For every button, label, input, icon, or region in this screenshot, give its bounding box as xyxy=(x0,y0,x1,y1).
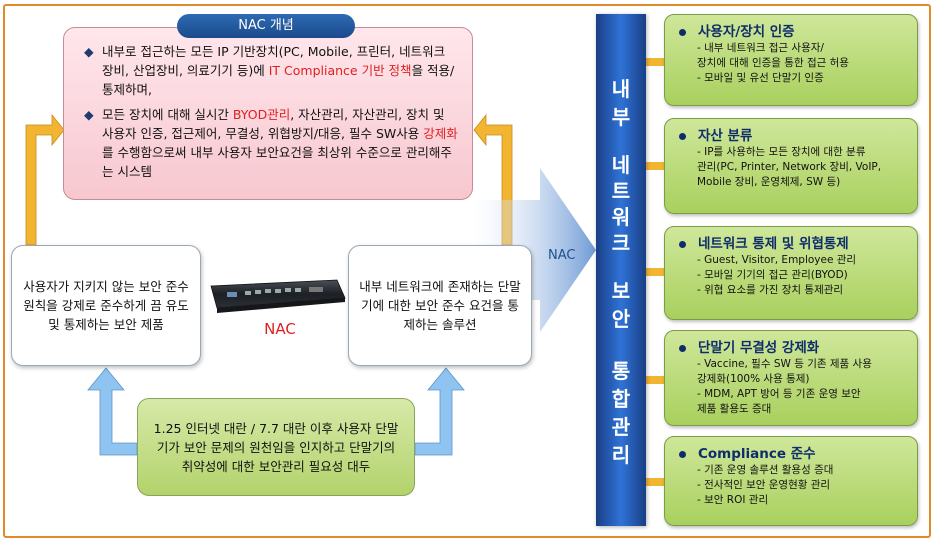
feature-item: - 위협 요소를 가진 장치 통제관리 xyxy=(697,284,844,296)
concept-p1-highlight: IT Compliance 기반 정책 xyxy=(268,63,412,78)
nac-arrow-label: NAC xyxy=(548,248,576,263)
feature-title: Compliance 준수 xyxy=(679,445,907,463)
feature-box-integrity: 단말기 무결성 강제화 - Vaccine, 필수 SW 등 기존 제품 사용 … xyxy=(664,330,918,426)
vbar-char: 합 xyxy=(611,387,631,411)
feature-title-text: 네트워크 통제 및 위협통제 xyxy=(698,236,849,252)
bullet-dot-icon xyxy=(679,28,686,36)
concept-p1-text-end: 을 적용/통제하며, xyxy=(102,63,455,97)
feature-item: 장치에 대해 인증을 통한 접근 허용 xyxy=(697,57,849,69)
feature-item: - 모바일 및 유선 단말기 인증 xyxy=(697,72,824,84)
feature-item: - 보안 ROI 관리 xyxy=(697,494,769,506)
vbar-char: 네 xyxy=(611,153,631,177)
feature-box-compliance: Compliance 준수 - 기존 운영 솔루션 활용성 증대 - 전사적인 … xyxy=(664,436,918,526)
feature-item: - 전사적인 보안 운영현황 관리 xyxy=(697,479,831,491)
left-description-box: 사용자가 지키지 않는 보안 준수 원칙을 강제로 준수하게 끔 유도 및 통제… xyxy=(11,245,201,366)
connector xyxy=(646,268,666,276)
concept-title: NAC 개념 xyxy=(177,14,355,38)
feature-title: 사용자/장치 인증 xyxy=(679,23,907,41)
feature-title-text: Compliance 준수 xyxy=(698,446,816,462)
feature-item: - Vaccine, 필수 SW 등 기존 제품 사용 xyxy=(697,358,872,370)
nac-device-label: NAC xyxy=(264,320,296,338)
feature-title: 단말기 무결성 강제화 xyxy=(679,339,907,357)
feature-title-text: 사용자/장치 인증 xyxy=(698,24,795,40)
connector xyxy=(646,162,666,170)
vbar-char: 내 xyxy=(611,77,631,101)
vbar-char: 리 xyxy=(611,443,631,467)
concept-p1-text: 내부로 접근하는 모든 IP 기반장치(PC, Mobile, 프린터, 네트워… xyxy=(102,44,446,78)
connector xyxy=(646,376,666,384)
concept-box: ◆ 내부로 접근하는 모든 IP 기반장치(PC, Mobile, 프린터, 네… xyxy=(63,27,473,200)
feature-box-auth: 사용자/장치 인증 - 내부 네트워크 접근 사용자/ 장치에 대해 인증을 통… xyxy=(664,14,918,106)
vbar-char: 크 xyxy=(611,231,631,255)
blue-arrow-right xyxy=(414,367,465,456)
diamond-bullet-icon: ◆ xyxy=(84,44,94,59)
feature-item: - 모바일 기기의 접근 관리(BYOD) xyxy=(697,269,848,281)
diagram-frame xyxy=(3,4,931,538)
background-box: 1.25 인터넷 대란 / 7.7 대란 이후 사용자 단말기가 보안 문제의 … xyxy=(137,398,415,496)
vbar-char: 통 xyxy=(611,359,631,383)
vbar-char: 관 xyxy=(611,415,631,439)
feature-item: - Guest, Visitor, Employee 관리 xyxy=(697,254,857,266)
bullet-dot-icon xyxy=(679,240,686,248)
vbar-char: 부 xyxy=(611,105,631,129)
feature-item: 관리(PC, Printer, Network 장비, VoIP, xyxy=(697,161,882,173)
concept-paragraph-2: ◆ 모든 장치에 대해 실시간 BYOD관리, 자산관리, 자산관리, 장치 및… xyxy=(84,105,458,181)
diamond-bullet-icon: ◆ xyxy=(84,107,94,122)
vbar-char: 안 xyxy=(611,307,631,331)
feature-item: 강제화(100% 사용 통제) xyxy=(697,373,810,385)
feature-title-text: 단말기 무결성 강제화 xyxy=(698,340,820,356)
bullet-dot-icon xyxy=(679,450,686,458)
feature-title: 네트워크 통제 및 위협통제 xyxy=(679,235,907,253)
bullet-dot-icon xyxy=(679,344,686,352)
concept-p2-text: 모든 장치에 대해 실시간 xyxy=(102,107,229,122)
feature-item: 제품 활용도 증대 xyxy=(697,403,772,415)
concept-paragraph-1: ◆ 내부로 접근하는 모든 IP 기반장치(PC, Mobile, 프린터, 네… xyxy=(84,42,458,99)
concept-p2-text-mid: , 자산관리, 자산관리, 장치 및 사용자 인증, 접근제어, 무결성, 위협… xyxy=(102,107,445,141)
feature-item: - IP를 사용하는 모든 장치에 대한 분류 xyxy=(697,146,866,158)
feature-box-network: 네트워크 통제 및 위협통제 - Guest, Visitor, Employe… xyxy=(664,226,918,320)
concept-p2-highlight-enforce: 강제화 xyxy=(423,126,458,141)
blue-arrow-left xyxy=(87,367,138,456)
feature-item: - MDM, APT 방어 등 기존 운영 보안 xyxy=(697,388,861,400)
connector xyxy=(646,58,666,66)
feature-item: Mobile 장비, 운영체제, SW 등) xyxy=(697,176,841,188)
feature-title: 자산 분류 xyxy=(679,127,907,145)
vbar-char: 트 xyxy=(611,179,631,203)
vbar-char: 보 xyxy=(611,279,631,303)
bullet-dot-icon xyxy=(679,132,686,140)
concept-p2-highlight-byod: BYOD관리 xyxy=(232,107,291,122)
feature-title-text: 자산 분류 xyxy=(698,128,753,144)
concept-p2-text-end: 를 수행함으로써 내부 사용자 보안요건을 최상위 수준으로 관리해주는 시스템 xyxy=(102,145,452,179)
feature-item: - 기존 운영 솔루션 활용성 증대 xyxy=(697,464,834,476)
vertical-title-bar: 내 부 네 트 워 크 보 안 통 합 관 리 xyxy=(596,14,646,526)
right-description-box: 내부 네트워크에 존재하는 단말기에 대한 보안 준수 요건을 통제하는 솔루션 xyxy=(348,245,532,366)
feature-box-asset: 자산 분류 - IP를 사용하는 모든 장치에 대한 분류 관리(PC, Pri… xyxy=(664,118,918,214)
nac-appliance-image xyxy=(210,279,346,313)
feature-item: - 내부 네트워크 접근 사용자/ xyxy=(697,42,824,54)
yellow-arrow-left xyxy=(25,113,65,246)
connector xyxy=(646,478,666,486)
vbar-char: 워 xyxy=(611,205,631,229)
